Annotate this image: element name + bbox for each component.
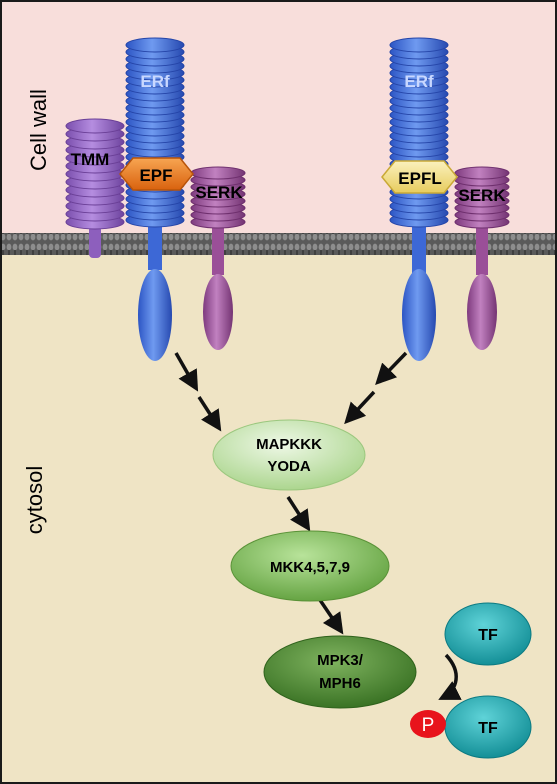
arrow-right-erf-2 — [344, 390, 376, 425]
epf-ligand: EPF — [119, 157, 194, 191]
mpk-label-line1: MPK3/ — [317, 652, 364, 669]
yoda-label: YODA — [267, 458, 311, 475]
serk-receptor-left — [190, 166, 246, 350]
erf-right-label: ERf — [404, 72, 434, 91]
signal-arrows — [174, 351, 462, 700]
serk-left-label: SERK — [195, 183, 243, 202]
domain-repeat — [190, 166, 246, 180]
arrow-yoda-to-mkk — [286, 496, 311, 532]
mpk-node: MPK3/ MPH6 — [263, 635, 417, 709]
domain-repeat — [65, 118, 125, 134]
tf-unphosphorylated: TF — [444, 602, 532, 666]
tmm-receptor — [65, 118, 125, 258]
mkk-label: MKK4,5,7,9 — [270, 559, 350, 576]
epfl-ligand: EPFL — [381, 160, 458, 194]
mpk-label-line2: MPH6 — [319, 675, 361, 692]
arrow-left-erf-1 — [174, 352, 199, 392]
serk-receptor-right — [454, 166, 510, 350]
mkk-node: MKK4,5,7,9 — [230, 530, 390, 602]
arrow-tf-phosphorylation — [438, 653, 462, 700]
epf-label: EPF — [139, 166, 172, 185]
tf-phosphorylated: TF — [444, 695, 532, 759]
erf-left-label: ERf — [140, 72, 170, 91]
arrow-right-erf-1 — [375, 351, 408, 386]
epfl-label: EPFL — [398, 169, 441, 188]
phosphate-group: P — [410, 710, 446, 738]
domain-repeat — [454, 166, 510, 180]
arrow-mkk-to-mpk — [318, 599, 344, 635]
tf-bottom-label: TF — [478, 720, 498, 737]
arrow-left-erf-2 — [197, 396, 222, 432]
serk-right-label: SERK — [458, 186, 506, 205]
mapkkk-yoda-node: MAPKKK YODA — [212, 419, 366, 491]
tf-top-label: TF — [478, 627, 498, 644]
phosphate-label: P — [422, 715, 435, 736]
tmm-label: TMM — [71, 150, 110, 169]
plasma-membrane — [0, 233, 557, 255]
cytosol-label: cytosol — [22, 466, 47, 534]
domain-repeat — [125, 37, 185, 53]
cell-wall-label: Cell wall — [26, 89, 51, 171]
domain-repeat — [389, 37, 449, 53]
mapkkk-label: MAPKKK — [256, 436, 322, 453]
